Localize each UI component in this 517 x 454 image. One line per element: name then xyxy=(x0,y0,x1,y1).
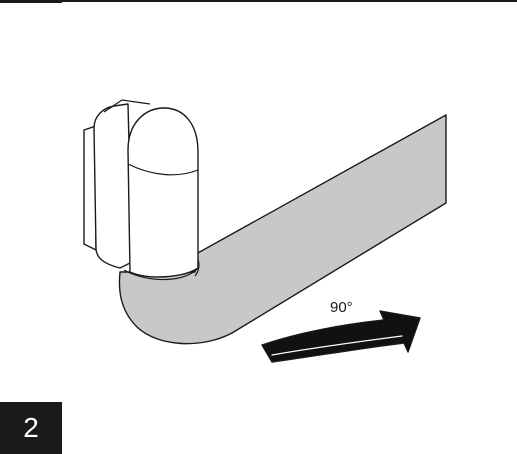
rotation-angle-label: 90° xyxy=(330,299,353,316)
header-marker-block xyxy=(0,0,62,3)
device-base-ring xyxy=(123,267,199,281)
device-front-cap xyxy=(127,107,199,278)
rotate-arrow-icon xyxy=(261,310,421,363)
thermostatic-head-icon xyxy=(83,99,199,281)
device-cap-facet xyxy=(127,163,199,176)
rotate-arrow-highlight xyxy=(271,335,403,356)
rotate-arrow-body xyxy=(261,310,421,363)
device-top-ridge xyxy=(103,99,151,113)
pipe-body xyxy=(118,114,447,345)
device-side xyxy=(93,103,133,269)
step-number-badge: 2 xyxy=(0,402,62,454)
header-rule xyxy=(62,0,517,2)
